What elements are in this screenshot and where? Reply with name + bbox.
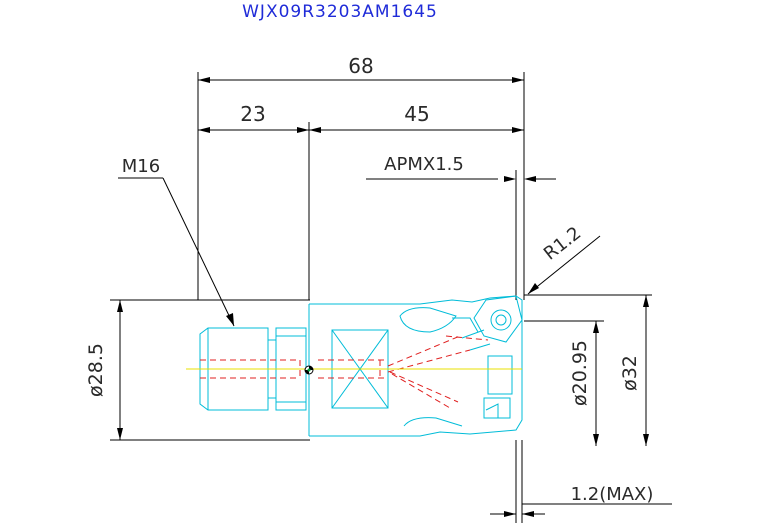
cutting-diameter-label: ø32: [619, 355, 641, 391]
apmx-label: APMX1.5: [384, 154, 464, 175]
dimension-lines: [110, 72, 672, 523]
drawing-title: WJX09R3203AM1645: [242, 2, 438, 22]
thread-label: M16: [122, 156, 160, 177]
hidden-lines: [200, 335, 489, 409]
overall-length-label: 68: [348, 54, 373, 78]
head-length-label: 45: [404, 102, 429, 126]
corner-radius-label: R1.2: [540, 223, 585, 265]
neck-diameter-label: ø20.95: [569, 340, 591, 406]
shank-diameter-label: ø28.5: [85, 343, 107, 397]
tool-outline: [199, 295, 523, 437]
overhang-label: 1.2(MAX): [571, 484, 654, 505]
shank-length-label: 23: [240, 102, 265, 126]
reference-point: [304, 365, 314, 375]
dimension-arrows: [117, 77, 649, 517]
